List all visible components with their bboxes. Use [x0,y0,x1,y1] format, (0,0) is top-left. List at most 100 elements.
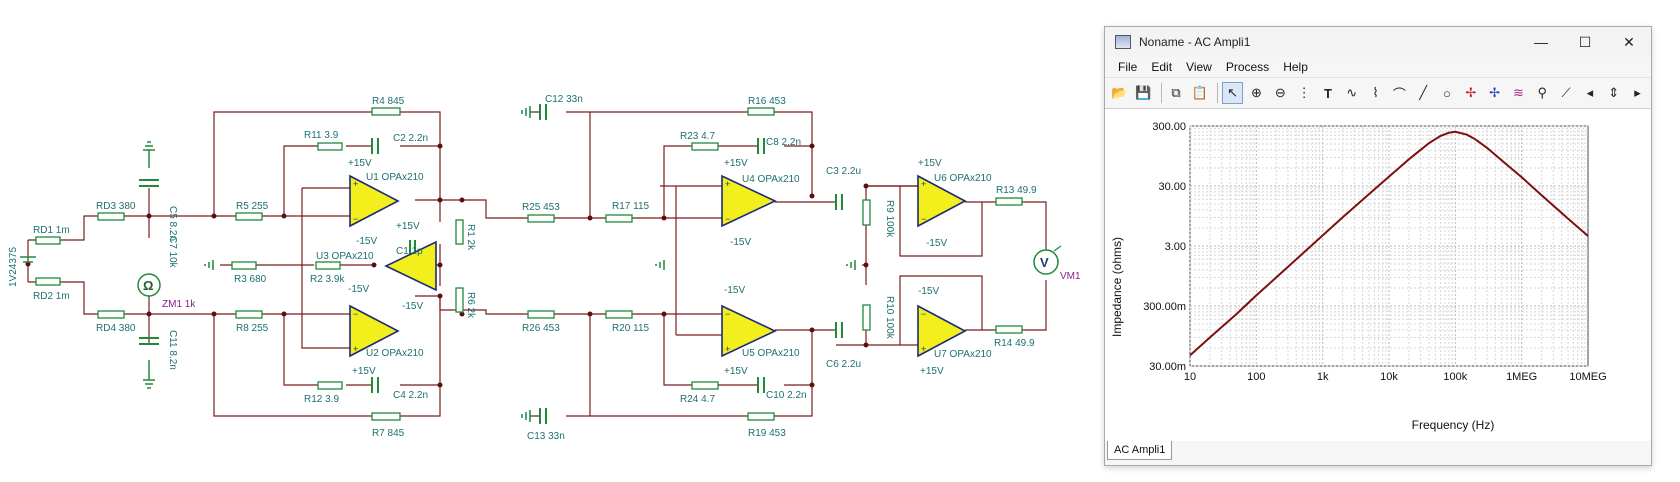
label-u6-neg: -15V [926,238,947,249]
svg-text:+: + [725,179,730,189]
grid-icon[interactable]: ⋮ [1297,85,1311,100]
open-icon[interactable]: 📂 [1111,85,1128,100]
x-tick-label: 100 [1247,371,1265,383]
sources[interactable]: Ω V [20,245,1062,297]
curve-icon[interactable]: ∿ [1346,85,1358,100]
circle-icon[interactable]: ○ [1443,85,1451,101]
label-c5: C5 8.2n [167,206,178,241]
resistors[interactable] [35,107,1023,421]
svg-text:+: + [921,179,926,189]
svg-text:−: − [353,214,358,224]
label-c2: C2 2.2n [393,133,428,144]
label-r19: R19 453 [748,428,786,439]
svg-text:−: − [921,309,926,319]
menu-help[interactable]: Help [1283,60,1308,74]
line-icon[interactable]: ╱ [1419,85,1428,100]
x-tick-label: 100k [1443,371,1467,383]
svg-text:−: − [725,214,730,224]
label-r16: R16 453 [748,96,786,107]
toolbar: 📂 💾 ⧉ 📋 ↖ ⊕ ⊖ ⋮ T ∿ ⌇ ⌒ ╱ ○ ✢ ✢ ≋ ⚲ ⟋ ◂ … [1105,77,1651,109]
scroll-left-icon[interactable]: ◂ [1586,85,1594,100]
label-r14: R14 49.9 [994,338,1035,349]
label-r10: R10 100k [884,296,895,340]
label-u5-pos: +15V [724,366,748,377]
svg-text:+: + [921,344,926,354]
close-button[interactable]: ✕ [1623,33,1635,50]
label-r20: R20 115 [612,323,650,334]
label-c4: C4 2.2n [393,390,428,401]
label-c8: C8 2.2n [766,137,801,148]
ac-analysis-window[interactable]: Noname - AC Ampli1 — ☐ ✕ File Edit View … [1104,26,1652,466]
circuit-schematic[interactable]: +− −+ +− −+ +− −+ Ω V 1V24375 RD1 1m RD2… [0,0,1100,482]
label-r25: R25 453 [522,202,560,213]
cursor-b-icon[interactable]: ✢ [1489,85,1501,100]
label-r26: R26 453 [522,323,560,334]
cursor-a-icon[interactable]: ✢ [1465,85,1477,100]
slope-icon[interactable]: ⟋ [1561,85,1571,100]
label-v1: 1V24375 [8,247,19,287]
ground-symbols [143,106,856,422]
multi-curve-icon[interactable]: ≋ [1512,85,1524,100]
zoom-in-icon[interactable]: ⊕ [1251,85,1262,100]
menu-process[interactable]: Process [1225,60,1270,74]
label-u5: U5 OPAx210 [742,348,800,359]
svg-text:Ω: Ω [143,278,153,293]
minimize-button[interactable]: — [1534,34,1548,50]
probe-icon[interactable]: ⚲ [1537,85,1547,100]
label-c10: C10 2.2n [766,390,807,401]
x-tick-label: 1k [1317,371,1329,383]
junction-dots [25,143,869,388]
label-u4-neg: -15V [730,237,751,248]
label-r9: R9 100k [884,200,895,238]
svg-text:−: − [353,309,358,319]
menu-file[interactable]: File [1118,60,1138,74]
label-u2-neg: -15V [348,284,369,295]
tab-ac-ampli1[interactable]: AC Ampli1 [1107,441,1173,460]
zoom-out-icon[interactable]: ⊖ [1274,85,1286,100]
save-icon[interactable]: 💾 [1135,85,1152,100]
label-c7: C7 10k [167,236,178,269]
label-u6-pos: +15V [918,158,942,169]
opamps[interactable]: +− −+ +− −+ +− −+ [349,174,967,358]
menu-edit[interactable]: Edit [1151,60,1173,74]
scroll-updown-icon[interactable]: ⇕ [1608,85,1620,100]
label-r17: R17 115 [612,201,650,212]
copy-icon[interactable]: ⧉ [1171,85,1181,100]
text-icon[interactable]: T [1323,85,1332,101]
pointer-icon[interactable]: ↖ [1222,82,1244,104]
curve-b-icon[interactable]: ⌇ [1372,85,1379,100]
label-rd4: RD4 380 [96,323,136,334]
scroll-right-icon[interactable]: ▸ [1634,85,1641,100]
x-tick-label: 10MEG [1569,371,1606,383]
label-c1: C1 1p [396,246,423,257]
title-bar[interactable]: Noname - AC Ampli1 — ☐ ✕ [1105,27,1651,57]
paste-icon[interactable]: 📋 [1191,85,1208,100]
label-u3: U3 OPAx210 [316,251,374,262]
label-c6: C6 2.2u [826,359,861,370]
label-u7-neg: -15V [918,286,939,297]
y-axis-label: Impedance (ohms) [1110,237,1124,337]
label-r8: R8 255 [236,323,269,334]
label-c11: C11 8.2n [167,330,178,370]
x-tick-label: 10 [1184,371,1196,383]
label-r1: R1 2k [465,224,476,251]
y-tick-label: 30.00 [1158,181,1186,193]
y-tick-label: 30.00m [1149,361,1186,373]
y-tick-label: 300.00m [1143,301,1186,313]
toolbar-separator [1160,83,1162,103]
svg-text:+: + [353,179,358,189]
label-r11: R11 3.9 [304,130,339,141]
label-r13: R13 49.9 [996,185,1037,196]
label-r4: R4 845 [372,96,405,107]
label-r24: R24 4.7 [680,394,715,405]
capacitors[interactable] [139,104,843,424]
menu-view[interactable]: View [1186,60,1212,74]
label-u1-pos: +15V [348,158,372,169]
curve-c-icon[interactable]: ⌒ [1392,86,1406,102]
impedance-curve [1189,130,1589,357]
label-r2: R2 3.9k [310,274,345,285]
maximize-button[interactable]: ☐ [1578,33,1592,50]
